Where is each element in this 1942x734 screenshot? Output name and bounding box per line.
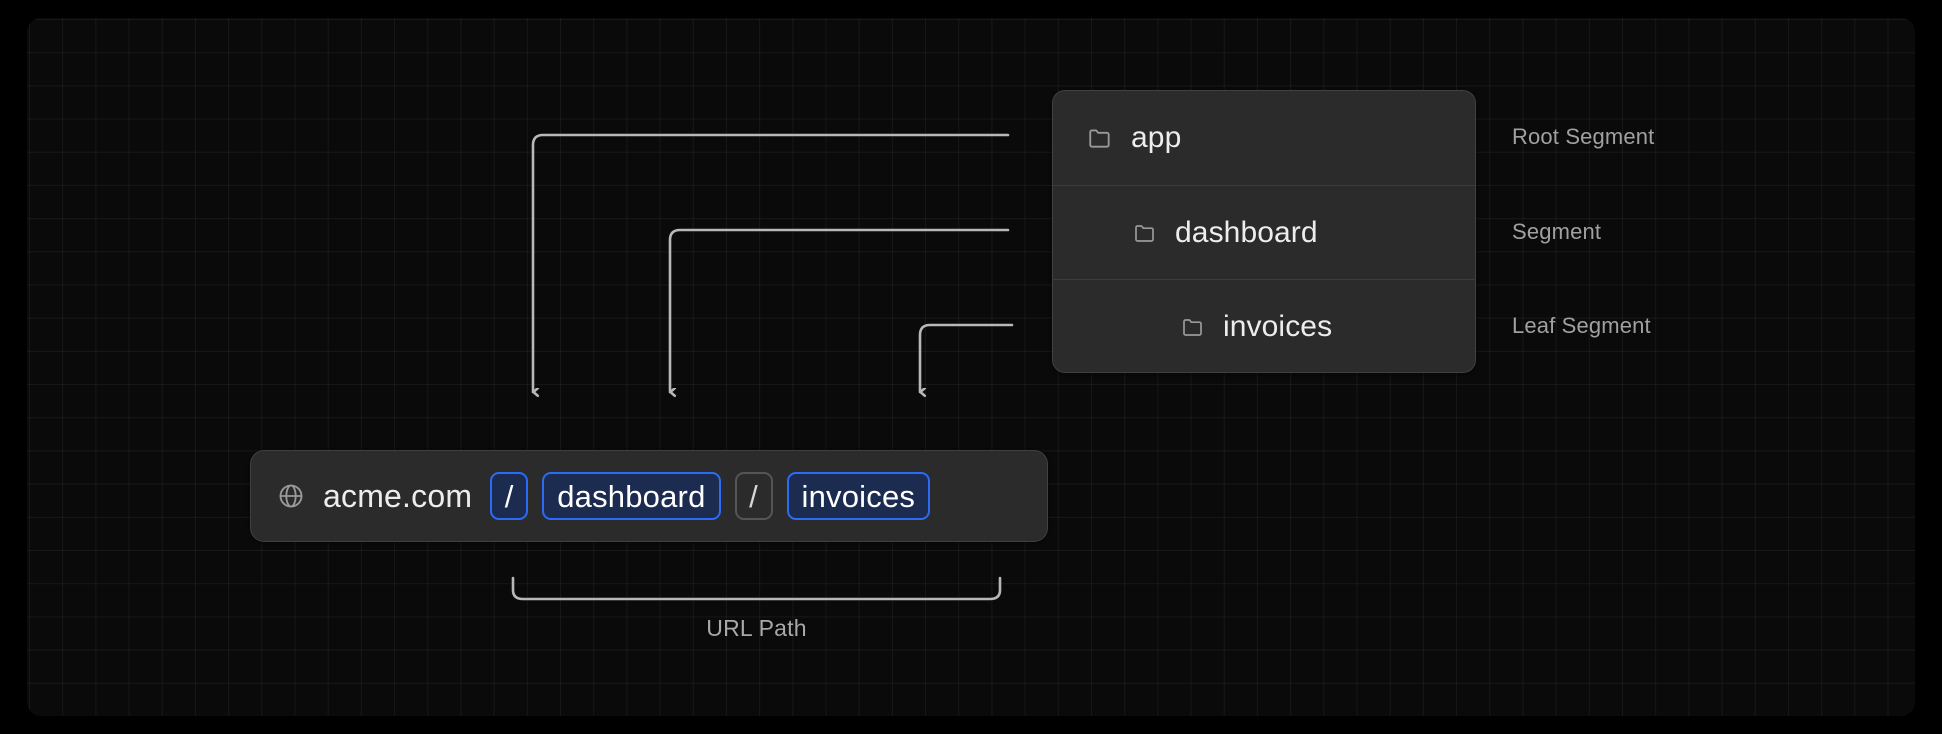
url-path-caption: URL Path (706, 615, 807, 641)
folder-icon (1183, 318, 1202, 336)
url-bar[interactable]: acme.com / dashboard / invoices (250, 450, 1048, 542)
folder-row-app[interactable]: app (1053, 91, 1475, 185)
folder-icon (1135, 224, 1154, 242)
globe-icon (279, 484, 303, 508)
url-chip-dashboard[interactable]: dashboard (542, 472, 721, 520)
folder-icon (1089, 129, 1110, 148)
folder-row-dashboard[interactable]: dashboard (1053, 185, 1475, 279)
url-chip-slash-1[interactable]: / (490, 472, 529, 520)
url-chip-invoices[interactable]: invoices (786, 472, 931, 520)
url-chip-slash-2[interactable]: / (734, 472, 773, 520)
folder-tree-card: app dashboard invoices (1052, 90, 1476, 373)
annotation-root-segment: Root Segment (1512, 124, 1655, 149)
folder-label-invoices: invoices (1223, 309, 1333, 343)
annotation-segment: Segment (1512, 219, 1602, 244)
grid-background-panel (27, 18, 1915, 716)
folder-label-dashboard: dashboard (1175, 215, 1318, 249)
annotation-leaf-segment: Leaf Segment (1512, 313, 1651, 338)
url-host-text: acme.com (323, 477, 473, 514)
folder-label-app: app (1131, 121, 1182, 154)
folder-row-invoices[interactable]: invoices (1053, 279, 1475, 372)
